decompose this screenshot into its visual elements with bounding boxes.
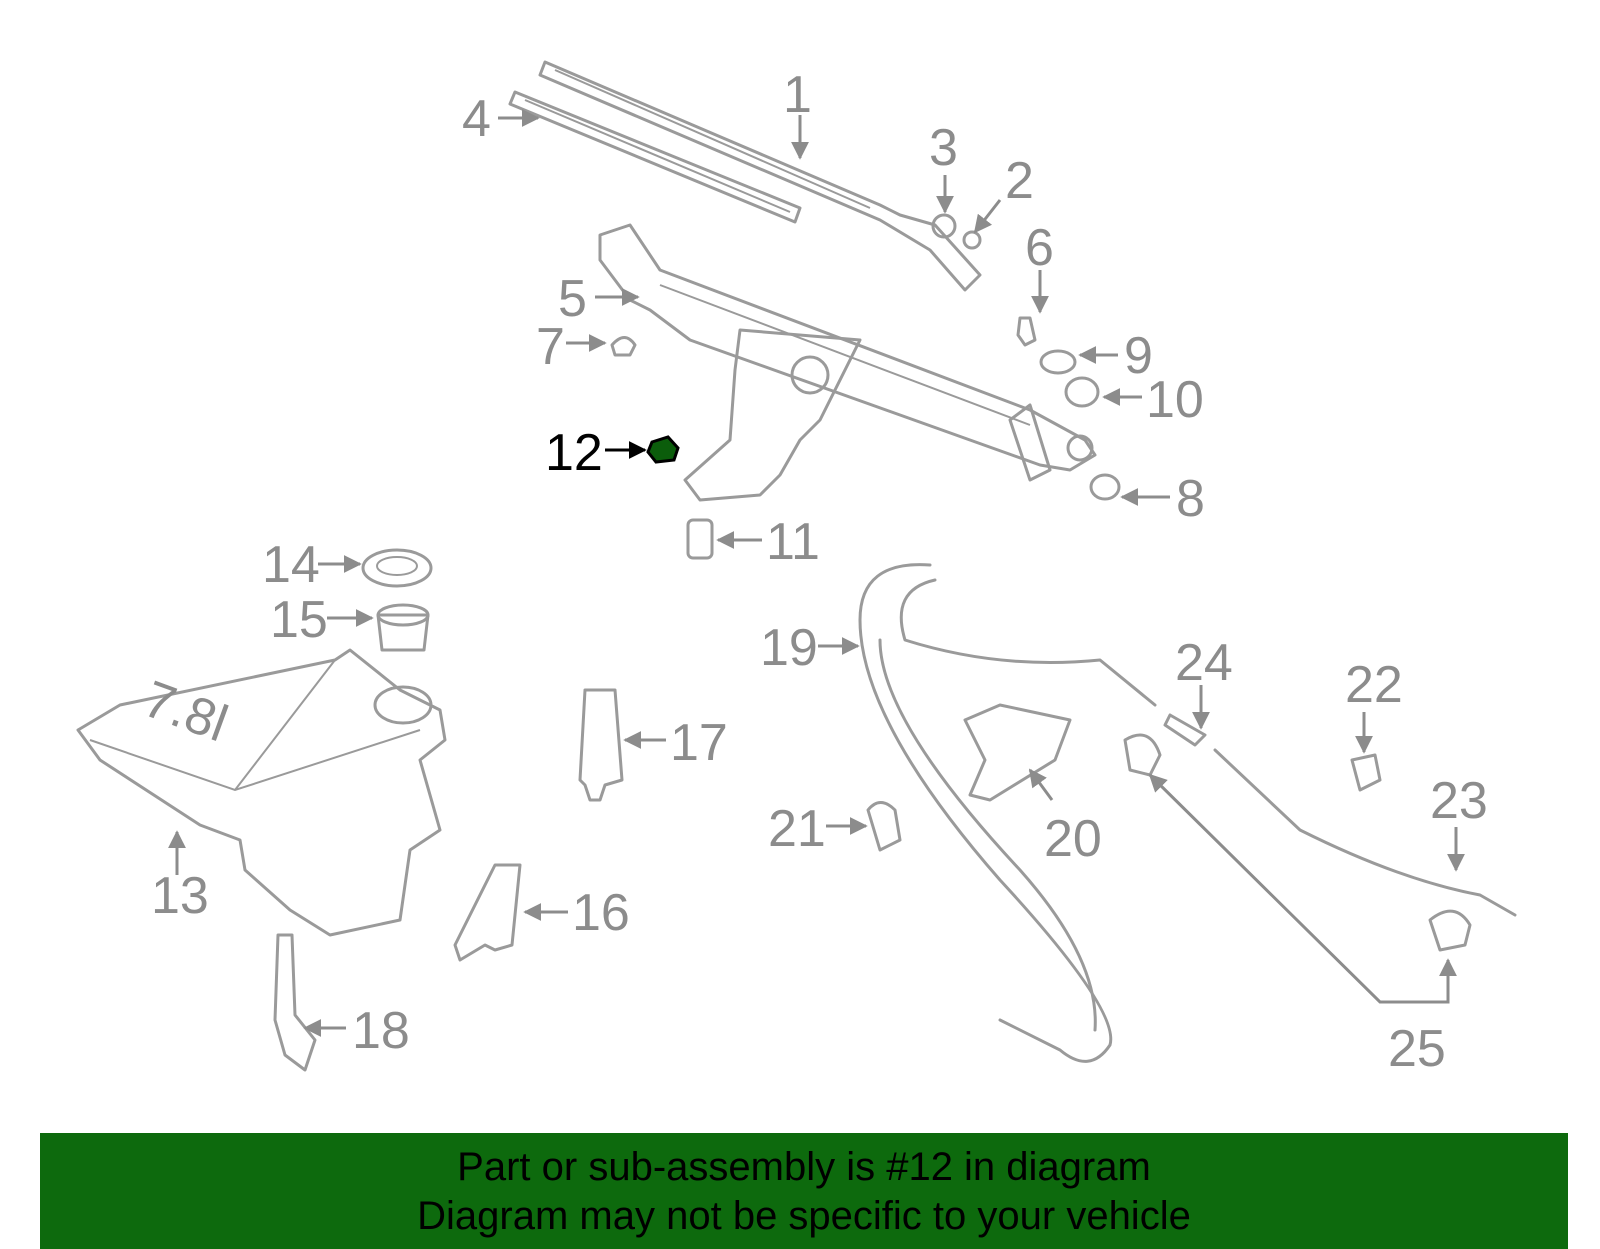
callout-12: 12 xyxy=(545,424,603,482)
arm-nut xyxy=(931,213,982,250)
callout-7: 7 xyxy=(536,318,565,376)
callout-labels: 1 2 3 4 5 6 7 8 9 10 11 12 13 14 15 16 1… xyxy=(151,66,1488,1078)
washer-nozzle-right xyxy=(1428,909,1472,952)
part-info-banner: Part or sub-assembly is #12 in diagram D… xyxy=(40,1133,1568,1249)
callout-11: 11 xyxy=(766,513,820,571)
washer xyxy=(1039,349,1077,375)
callout-6: 6 xyxy=(1025,219,1054,277)
reservoir-cap xyxy=(361,548,433,588)
grommet-small xyxy=(610,336,637,357)
callout-22: 22 xyxy=(1345,656,1403,714)
t-connector xyxy=(1163,713,1207,747)
callout-10: 10 xyxy=(1146,371,1204,429)
callout-5: 5 xyxy=(558,270,587,328)
callout-20: 20 xyxy=(1044,810,1102,868)
bushing-rear xyxy=(1089,473,1121,501)
washer-reservoir xyxy=(76,648,447,937)
callout-21: 21 xyxy=(768,800,826,858)
callout-13: 13 xyxy=(151,867,209,925)
callout-19: 19 xyxy=(760,619,818,677)
callout-8: 8 xyxy=(1176,470,1205,528)
filler-neck xyxy=(376,603,430,652)
banner-line-2: Diagram may not be specific to your vehi… xyxy=(417,1194,1191,1238)
callout-17: 17 xyxy=(670,714,728,772)
bushing xyxy=(1064,376,1100,408)
hose-clip xyxy=(866,801,902,852)
washer-pump-upper xyxy=(578,688,624,802)
parts-diagram: 7.8l xyxy=(76,60,1517,1078)
callout-16: 16 xyxy=(572,884,630,942)
wiper-arm-blade xyxy=(508,60,982,292)
callout-14: 14 xyxy=(262,536,320,594)
callout-15: 15 xyxy=(270,591,328,649)
washer-nozzle xyxy=(1123,733,1162,777)
callout-1: 1 xyxy=(783,66,812,124)
callout-2: 2 xyxy=(1005,152,1034,210)
level-sensor xyxy=(273,933,317,1072)
callout-4: 4 xyxy=(462,90,491,148)
highlighted-part-12 xyxy=(646,435,680,464)
callout-23: 23 xyxy=(1430,772,1488,830)
washer-pump-lower xyxy=(453,863,522,962)
rubber-mount xyxy=(686,518,714,560)
callout-25: 25 xyxy=(1388,1020,1446,1078)
nozzle-bracket xyxy=(963,703,1072,802)
washer-hose xyxy=(858,563,1157,1063)
nozzle-hose xyxy=(1213,748,1517,917)
banner-line-1: Part or sub-assembly is #12 in diagram xyxy=(457,1145,1151,1189)
leader-lines xyxy=(168,109,1465,1037)
callout-18: 18 xyxy=(352,1002,410,1060)
callout-24: 24 xyxy=(1175,634,1233,692)
callout-9: 9 xyxy=(1124,327,1153,385)
clip-22 xyxy=(1350,753,1382,792)
bolt xyxy=(1016,316,1037,347)
callout-3: 3 xyxy=(929,119,958,177)
